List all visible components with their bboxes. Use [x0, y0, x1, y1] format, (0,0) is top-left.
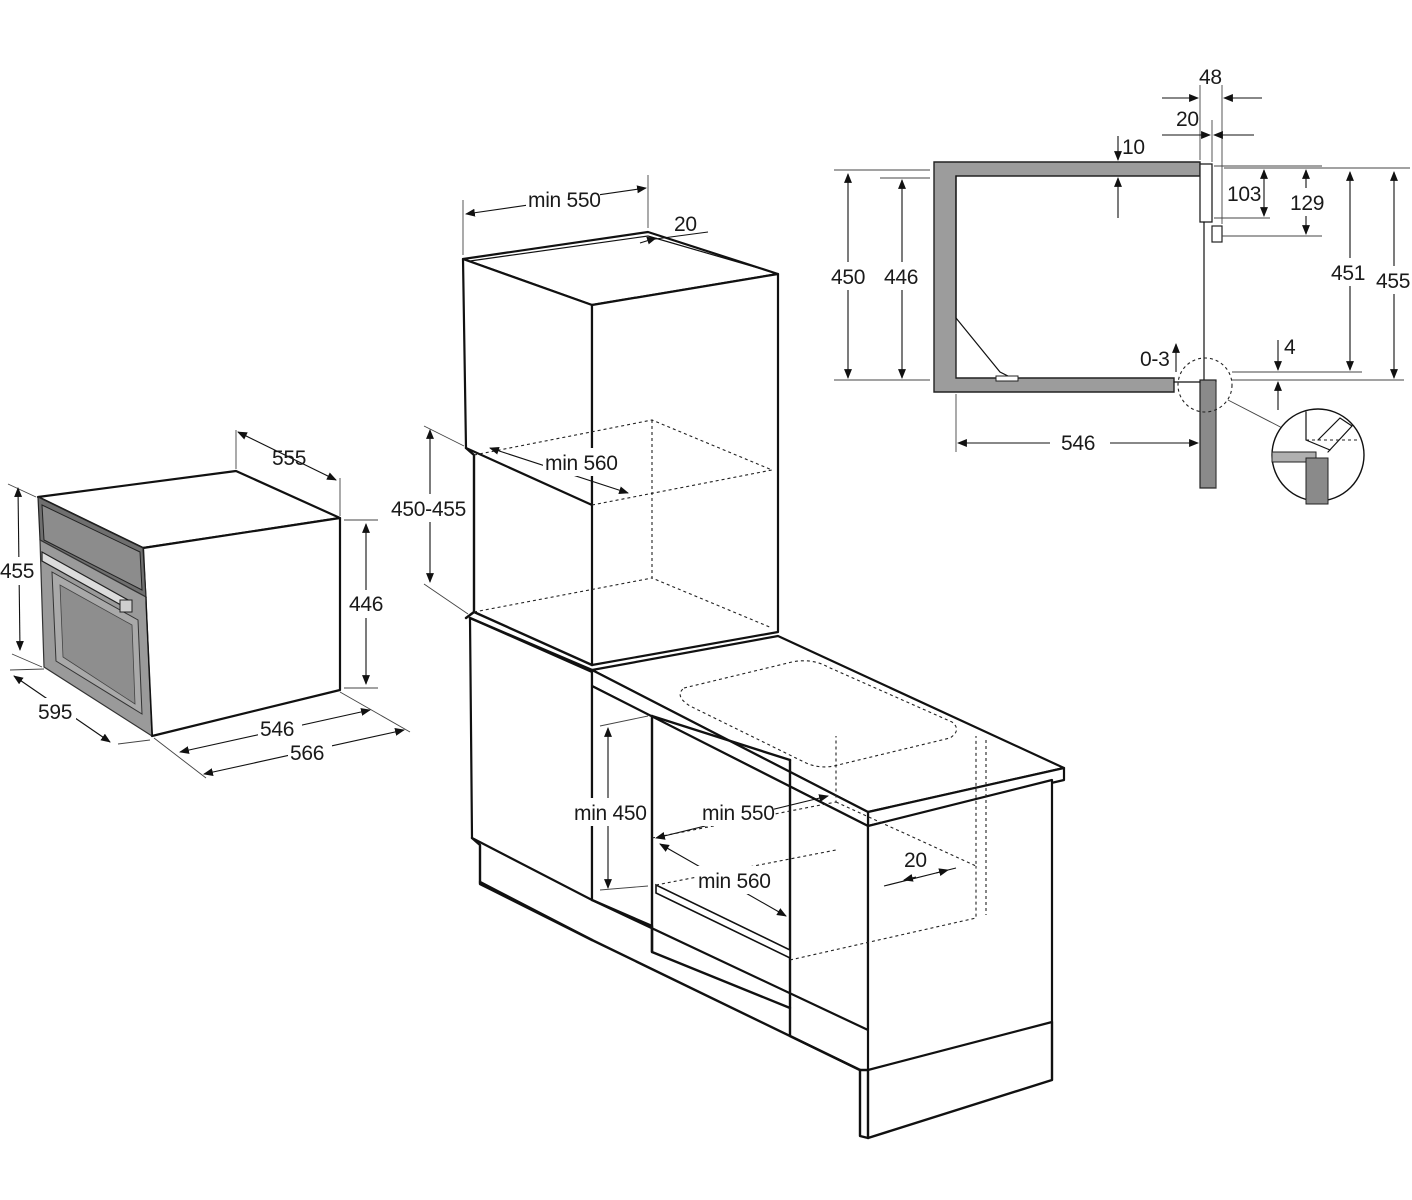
dim-min550-lower: min 550: [702, 802, 775, 825]
dim-20-top: 20: [674, 213, 697, 236]
dim-455-oven: 455: [0, 560, 34, 583]
section-drawing: 48 20 10 103 129 450 446: [830, 66, 1412, 505]
dim-595: 595: [38, 701, 72, 724]
dim-446-section: 446: [884, 266, 918, 289]
dim-4: 4: [1284, 336, 1296, 359]
dim-min450: min 450: [574, 802, 647, 825]
dim-min560-lower: min 560: [698, 870, 771, 893]
oven-drawing: 555 455 446 595 546 566: [0, 430, 411, 779]
dim-103: 103: [1227, 183, 1261, 206]
dim-min560-niche: min 560: [545, 452, 618, 475]
dim-129: 129: [1290, 192, 1324, 215]
cabinet-drawing: min 550 20 min 560 450-455 min 450 min 5…: [390, 175, 1066, 1140]
dim-546-oven: 546: [260, 718, 294, 741]
dim-446-oven: 446: [349, 593, 383, 616]
lower-cabinet-side: [866, 778, 1054, 1072]
dim-555: 555: [272, 447, 306, 470]
dim-450-455: 450-455: [391, 498, 466, 521]
oven-side-face: [141, 516, 342, 738]
dim-20-section: 20: [1176, 108, 1199, 131]
dim-20-lower: 20: [904, 849, 927, 872]
dim-min550-top: min 550: [528, 189, 601, 212]
dim-451: 451: [1331, 262, 1365, 285]
dim-0-3: 0-3: [1140, 348, 1169, 371]
dim-10: 10: [1122, 136, 1145, 159]
upper-cabinet-side: [590, 272, 780, 667]
dim-48: 48: [1199, 66, 1222, 89]
dim-455-section: 455: [1376, 270, 1410, 293]
section-cabinet-wall: [1199, 379, 1217, 489]
dim-546-section: 546: [1061, 432, 1095, 455]
dim-450-section: 450: [831, 266, 865, 289]
base-cabinet-front: [468, 616, 594, 902]
dim-566-oven: 566: [290, 742, 324, 765]
